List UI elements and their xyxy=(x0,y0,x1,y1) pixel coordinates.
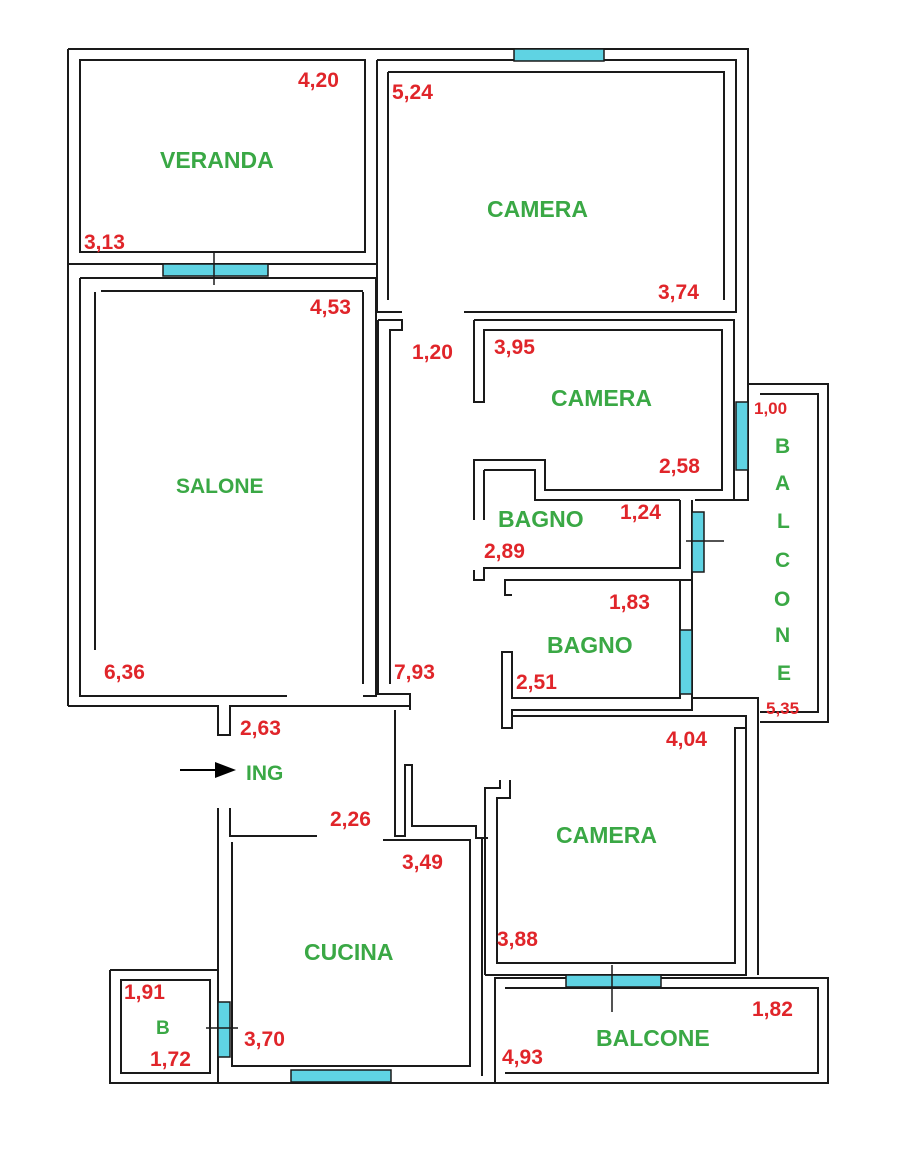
dim-cucina-h: 3,70 xyxy=(244,1028,285,1051)
dim-balcone-bottom-w: 1,82 xyxy=(752,998,793,1021)
window-camera-bottom xyxy=(565,974,662,988)
window-camera-mid xyxy=(735,401,749,471)
dim-corridor-h: 7,93 xyxy=(394,661,435,684)
dim-bagno-2-h: 2,51 xyxy=(516,671,557,694)
window-bagno-1 xyxy=(691,511,705,573)
dim-camera-mid-h: 2,58 xyxy=(659,455,700,478)
dim-balcone-bottom-h: 4,93 xyxy=(502,1046,543,1069)
dim-balcone-small-h: 1,72 xyxy=(150,1048,191,1071)
arrow-right-icon xyxy=(180,762,236,778)
dim-salone-h: 6,36 xyxy=(104,661,145,684)
dim-balcone-side-w: 1,00 xyxy=(754,399,787,418)
balcone-side-letter: B xyxy=(775,435,790,458)
dim-veranda-w: 4,20 xyxy=(298,69,339,92)
balcone-side-letter: C xyxy=(775,549,790,572)
dim-balcone-small-w: 1,91 xyxy=(124,981,165,1004)
room-label-salone: SALONE xyxy=(176,475,264,498)
dim-camera-mid-w: 3,95 xyxy=(494,336,535,359)
dim-balcone-side-h: 5,35 xyxy=(766,699,799,718)
room-labels: VERANDA CAMERA SALONE CAMERA BAGNO BAGNO… xyxy=(156,147,791,1051)
room-label-veranda: VERANDA xyxy=(160,147,274,173)
dim-ing-w: 2,63 xyxy=(240,717,281,740)
dimension-labels: 4,20 3,13 5,24 3,74 4,53 6,36 1,20 7,93 … xyxy=(84,69,799,1071)
window-cucina xyxy=(290,1069,392,1083)
dim-salone-w: 4,53 xyxy=(310,296,351,319)
window-cucina-b xyxy=(217,1001,231,1058)
balcone-side-letter: A xyxy=(775,472,790,495)
dim-camera-top-w: 5,24 xyxy=(392,81,433,104)
windows xyxy=(162,48,749,1083)
room-label-bagno-1: BAGNO xyxy=(498,506,584,532)
dim-camera-top-h: 3,74 xyxy=(658,281,699,304)
room-label-camera-top: CAMERA xyxy=(487,196,588,222)
window-veranda-salone xyxy=(162,263,269,277)
room-label-balcone-small: B xyxy=(156,1018,170,1039)
dim-corridor-w: 1,20 xyxy=(412,341,453,364)
dim-ing-h: 2,26 xyxy=(330,808,371,831)
balcone-side-letter: N xyxy=(775,624,790,647)
room-label-cucina: CUCINA xyxy=(304,939,393,965)
window-bagno-2 xyxy=(679,629,693,695)
dim-bagno-1-h: 2,89 xyxy=(484,540,525,563)
dim-camera-bottom-w: 4,04 xyxy=(666,728,707,751)
dim-bagno-2-w: 1,83 xyxy=(609,591,650,614)
balcone-side-letter: E xyxy=(777,662,791,685)
dim-veranda-h: 3,13 xyxy=(84,231,125,254)
dim-bagno-1-w: 1,24 xyxy=(620,501,661,524)
walls xyxy=(67,48,829,1084)
room-label-balcone-side: B A L C O N E xyxy=(774,435,791,685)
balcone-side-letter: O xyxy=(774,588,790,611)
dim-camera-bottom-h: 3,88 xyxy=(497,928,538,951)
room-label-bagno-2: BAGNO xyxy=(547,632,633,658)
room-label-balcone-bottom: BALCONE xyxy=(596,1025,710,1051)
room-label-camera-mid: CAMERA xyxy=(551,385,652,411)
room-label-ingresso: ING xyxy=(246,762,283,785)
balcone-side-letter: L xyxy=(777,510,790,533)
dim-cucina-w: 3,49 xyxy=(402,851,443,874)
room-label-camera-bottom: CAMERA xyxy=(556,822,657,848)
window-camera-top xyxy=(513,48,605,62)
